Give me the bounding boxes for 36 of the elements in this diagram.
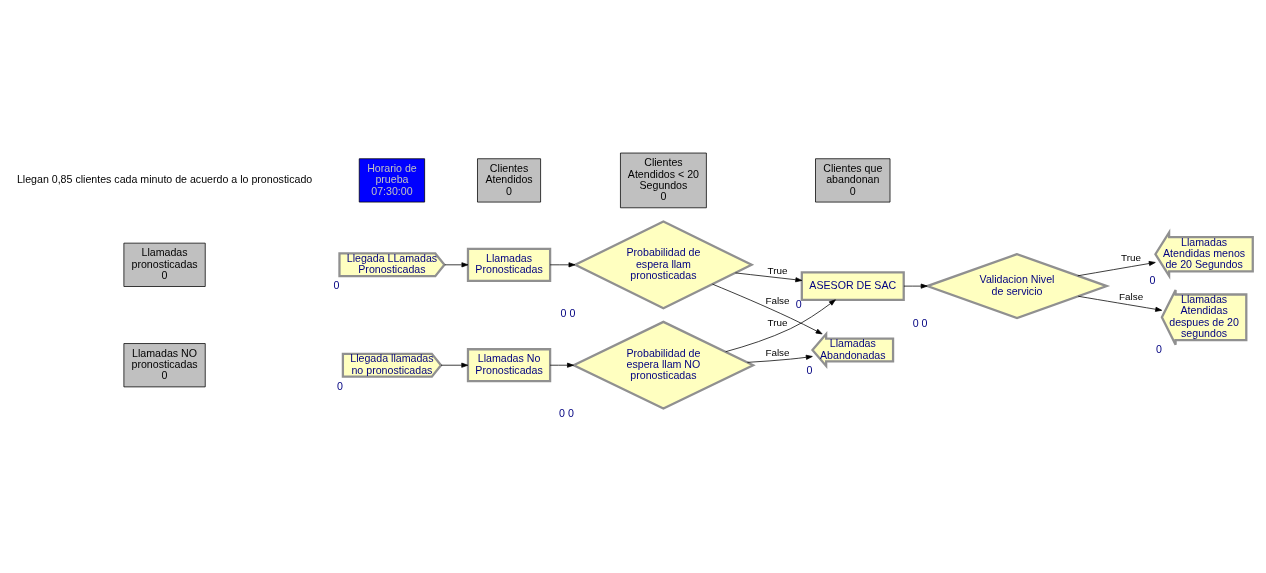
arrow <box>549 262 576 268</box>
node-box: Llamadas No Pronosticadas <box>466 348 552 383</box>
node-label: 0 <box>1155 343 1162 356</box>
node-box: Llamadas pronosticadas 0 <box>123 242 206 287</box>
node-box: Horario de prueba 07:30:00 <box>358 158 425 203</box>
node-box: Clientes Atendidos 0 <box>477 158 541 203</box>
node-label: 0 0 <box>559 407 574 420</box>
arrow <box>1077 261 1156 277</box>
arrow <box>903 283 928 289</box>
arrow <box>725 299 836 353</box>
node-box: Llamadas NO pronosticadas 0 <box>123 343 206 388</box>
node-box: ASESOR DE SAC <box>800 271 905 301</box>
edge-label: True <box>1121 252 1142 264</box>
edge-label: False <box>1119 291 1144 303</box>
node-box: Clientes Atendidos < 20 Segundos 0 <box>620 152 707 209</box>
arrow <box>712 283 823 335</box>
label: Llegan 0,85 clientes cada minuto de acuerdo a lo pronosticado <box>16 173 313 186</box>
edge-label: True <box>767 264 788 276</box>
node-box: Clientes que abandonan 0 <box>815 158 891 203</box>
node-label: 0 <box>333 279 340 292</box>
arrow <box>1077 295 1163 312</box>
arrow <box>747 354 813 363</box>
node-label: 0 <box>806 364 813 377</box>
arrow <box>549 362 574 368</box>
edge-label: False <box>765 347 790 359</box>
arrow <box>440 362 469 368</box>
edge-label: False <box>765 294 790 306</box>
node-box: Llamadas Pronosticadas <box>466 247 552 282</box>
node-label: 0 <box>336 379 343 392</box>
node-label: 0 <box>1149 274 1156 287</box>
node-diamond: Probabilidad de espera llam pronosticadas <box>572 220 755 310</box>
edge-label: True <box>767 316 788 328</box>
node-diamond: Probabilidad de espera llam NO pronosticadas <box>571 320 756 410</box>
arrow <box>444 262 469 268</box>
arrow <box>735 272 803 283</box>
node-label: 0 <box>795 298 802 311</box>
